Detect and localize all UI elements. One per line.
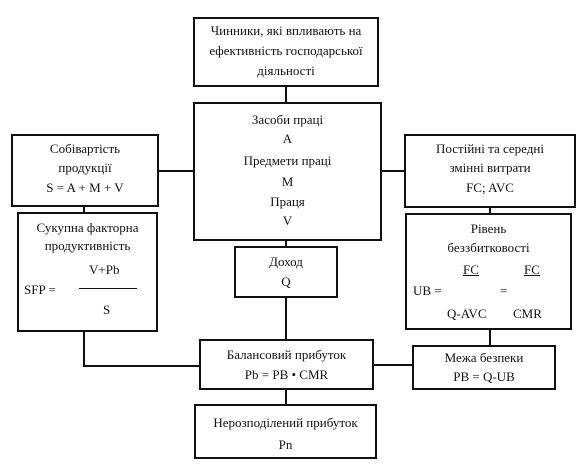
means-of-labor-title: Засоби праці: [251, 112, 324, 127]
retained-title: Нерозподілений прибуток: [213, 415, 358, 430]
cost-line-2: продукції: [58, 160, 112, 175]
safety-margin-box: Межа безпеки PB = Q-UB: [412, 345, 556, 390]
income-symbol: Q: [281, 274, 291, 289]
fixed-line-1: Постійні та середні: [436, 141, 544, 156]
balance-title: Балансовий прибуток: [226, 347, 347, 362]
retained-profit-box: Нерозподілений прибуток Pn: [194, 404, 377, 459]
breakeven-lhs: UB =: [413, 283, 442, 298]
fixed-formula: FC; AVC: [466, 180, 514, 195]
breakeven-line-1: Рівень: [470, 221, 507, 236]
retained-symbol: Pn: [278, 437, 293, 452]
line-sfp-to-balance: [83, 331, 200, 367]
breakeven-box: Рівень беззбитковості FC FC UB = = Q-AVC…: [405, 213, 572, 330]
income-box: Доход Q: [234, 246, 338, 298]
labor-symbol: V: [282, 213, 293, 228]
cost-line-1: Собівартість: [49, 141, 121, 156]
sfp-fraction-bar: [79, 288, 137, 289]
sfp-line-2: продуктивність: [44, 238, 131, 253]
means-of-labor-symbol: A: [282, 131, 293, 146]
factors-line-3: діяльності: [257, 63, 315, 78]
breakeven-numerator-2: FC: [524, 262, 540, 277]
cost-box: Собівартість продукції S = A + M + V: [11, 134, 159, 207]
factors-box: Чинники, які впливають на ефективність г…: [193, 17, 379, 87]
factors-line-2: ефективність господарської: [209, 43, 363, 58]
fixed-costs-box: Постійні та середні змінні витрати FC; A…: [404, 134, 576, 208]
breakeven-denominator-1: Q-AVC: [447, 306, 487, 321]
balance-formula: Pb = PB • CMR: [244, 367, 329, 382]
breakeven-numerator-1: FC: [463, 262, 479, 277]
breakeven-denominator-2: CMR: [513, 306, 542, 321]
sfp-box: Сукупна факторна продуктивність V+Pb SFP…: [17, 212, 158, 332]
cost-formula: S = A + M + V: [46, 180, 124, 195]
safety-title: Межа безпеки: [444, 350, 524, 365]
breakeven-line-2: беззбитковості: [447, 240, 530, 255]
labor-title: Праця: [270, 194, 305, 209]
sfp-numerator: V+Pb: [89, 262, 120, 277]
fixed-line-2: змінні витрати: [449, 160, 531, 175]
balance-profit-box: Балансовий прибуток Pb = PB • CMR: [199, 339, 374, 390]
sfp-lhs: SFP =: [24, 282, 56, 297]
objects-of-labor-symbol: M: [281, 174, 294, 189]
resources-box: Засоби праці A Предмети праці M Праця V: [193, 102, 382, 241]
factors-line-1: Чинники, які впливають на: [210, 23, 362, 38]
safety-formula: PB = Q-UB: [453, 369, 515, 384]
sfp-line-1: Сукупна факторна: [36, 220, 139, 235]
sfp-denominator: S: [103, 302, 111, 317]
objects-of-labor-title: Предмети праці: [243, 153, 332, 168]
breakeven-equals: =: [500, 283, 508, 298]
income-title: Доход: [269, 254, 303, 269]
